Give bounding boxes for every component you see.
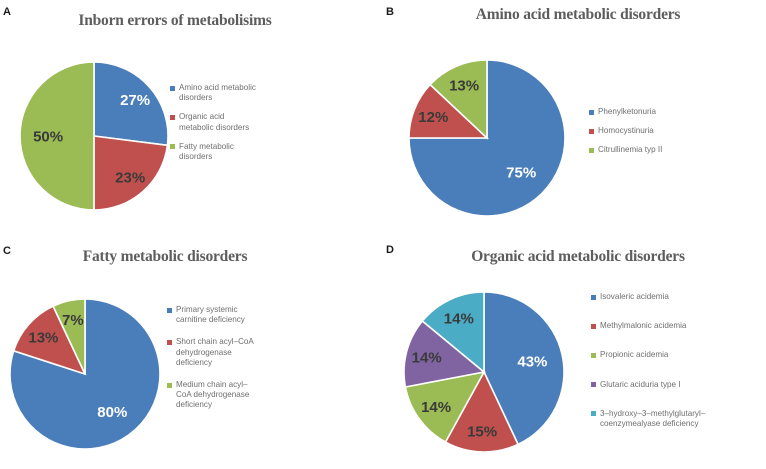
pie-slice (421, 291, 485, 374)
legend-swatch-icon (170, 114, 175, 120)
panel-letter-a: A (3, 6, 11, 18)
pie-chart-b: 75% 12%13% (408, 59, 566, 217)
pie-slice-label: 14% (421, 399, 451, 416)
legend-item[interactable]: 3–hydroxy–3–methylglutaryl– coenzymealya… (591, 409, 766, 429)
panel-title-d: Organic acid metabolic disorders (471, 248, 685, 265)
legend-swatch-icon (591, 294, 596, 300)
legend-item-label: Medium chain acyl– CoA dehydrogenase def… (176, 380, 250, 410)
pie-slice-label: 15% (467, 423, 497, 440)
legend-item-label: Homocystinuria (598, 126, 654, 136)
legend-swatch-icon (589, 109, 594, 115)
pie-slice-label: 14% (444, 311, 474, 328)
legend-item[interactable]: Short chain acyl–CoA dehydrogenase defic… (167, 337, 317, 368)
panel-a: A Inborn errors of metabolisims 27% 23% 50… (0, 0, 383, 235)
legend-item[interactable]: Phenylketonuria (589, 107, 754, 117)
legend-item[interactable]: Fatty metabolic disorders (170, 142, 320, 162)
pie-slice-label: 13% (449, 77, 479, 94)
panel-letter-d: D (386, 244, 394, 256)
legend-swatch-icon (591, 411, 596, 417)
legend-item[interactable]: Primary systemic carnitine deficiency (167, 305, 317, 325)
legend-item-label: Glutaric aciduria type I (600, 379, 681, 389)
legend-swatch-icon (589, 147, 594, 153)
pie-slice (93, 61, 169, 147)
legend-swatch-icon (170, 144, 175, 150)
legend-swatch-icon (591, 352, 596, 358)
pie-slice-label: 27% (120, 92, 150, 109)
pie-chart-d: 43% 15% 14% 14% 14% (403, 291, 565, 453)
pie-slice (19, 61, 95, 211)
pie-slice-label: 14% (412, 350, 442, 367)
panel-title-c: Fatty metabolic disorders (82, 248, 248, 265)
pie-slice (93, 135, 169, 211)
panel-letter-b: B (386, 6, 394, 18)
legend-item-label: Organic acid metabolic disorders (179, 112, 250, 132)
legend-swatch-icon (589, 128, 594, 134)
legend-item-label: Phenylketonuria (598, 107, 657, 116)
pie-slice (429, 59, 488, 140)
pie-slice-label: 23% (115, 169, 145, 186)
legend-item-label: Primary systemic carnitine deficiency (176, 305, 245, 325)
pie-slice-label: 75% (506, 164, 536, 181)
pie-slice (403, 319, 486, 388)
legend-item-label: Short chain acyl–CoA dehydrogenase defic… (176, 337, 254, 367)
legend-item-label: Amino acid metabolic disorders (179, 83, 256, 103)
legend-item[interactable]: Organic acid metabolic disorders (170, 112, 320, 132)
pie-slice (404, 370, 486, 444)
pie-slice-label: 80% (97, 404, 127, 421)
legend-item-label: Isovaleric acidemia (600, 292, 669, 301)
legend-item-label: Fatty metabolic disorders (179, 141, 234, 162)
legend-item[interactable]: Amino acid metabolic disorders (170, 83, 320, 103)
pie-slice-label: 43% (517, 353, 547, 370)
pie-slice-label: 13% (28, 330, 58, 347)
legend-item[interactable]: Glutaric aciduria type I (591, 380, 766, 390)
pie-slice-label: 50% (33, 128, 63, 145)
legend-swatch-icon (591, 323, 596, 329)
panel-c: C Fatty metabolic disorders 80% 13%7% Pri… (0, 235, 383, 469)
legend-item-label: Propionic acidemia (600, 350, 669, 360)
pie-chart-a: 27% 23% 50% (19, 61, 169, 211)
legend-item[interactable]: Medium chain acyl– CoA dehydrogenase def… (167, 380, 317, 411)
legend-item-label: 3–hydroxy–3–methylglutaryl– coenzymealya… (600, 408, 706, 429)
legend-item[interactable]: Homocystinuria (589, 126, 754, 136)
pie-slice (12, 305, 87, 376)
pie-slice (408, 59, 566, 217)
legend-item[interactable]: Methylmalonic acidemia (591, 321, 766, 331)
pie-chart-c: 80% 13%7% (9, 298, 161, 450)
pie-slice-label: 12% (418, 109, 448, 126)
panel-title-a: Inborn errors of metabolisims (78, 12, 272, 29)
legend-swatch-icon (167, 307, 172, 313)
legend-item[interactable]: Isovaleric acidemia (591, 292, 766, 302)
pie-slice-label: 7% (62, 312, 84, 329)
legend-swatch-icon (167, 382, 172, 388)
pie-slice (52, 298, 86, 375)
legend-swatch-icon (591, 382, 596, 388)
legend-swatch-icon (167, 339, 172, 345)
panel-d: D Organic acid metabolic disorders 43% 15… (383, 235, 766, 469)
panel-title-b: Amino acid metabolic disorders (475, 6, 681, 23)
pie-slice (444, 370, 520, 453)
legend-item[interactable]: Citrullinemia typ II (589, 145, 754, 155)
panel-b: B Amino acid metabolic disorders 75% 12%1… (383, 0, 766, 235)
legend-item[interactable]: Propionic acidemia (591, 350, 766, 360)
legend-swatch-icon (170, 85, 175, 91)
legend-item-label: Citrullinemia typ II (598, 145, 663, 155)
pie-slice (483, 291, 565, 446)
panel-letter-c: C (3, 245, 11, 257)
legend-item-label: Methylmalonic acidemia (600, 321, 687, 331)
